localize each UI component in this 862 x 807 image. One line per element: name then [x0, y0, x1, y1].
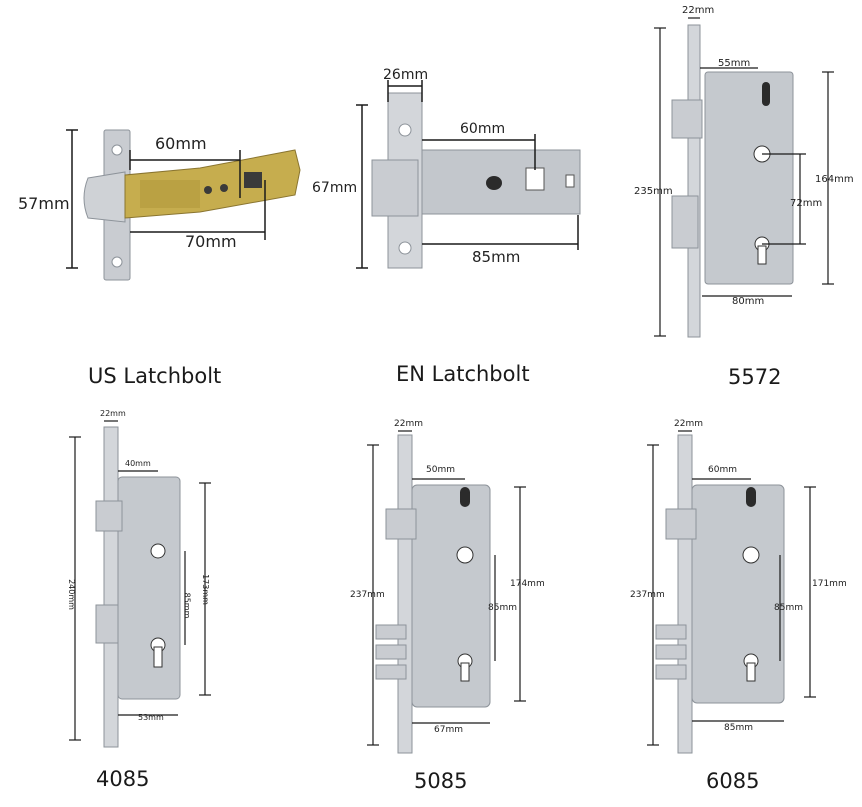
product-title: 6085 [706, 769, 760, 793]
dim-faceplate: 22mm [100, 409, 126, 418]
dim-height: 235mm [634, 186, 673, 197]
mortise-4085-illustration [69, 420, 211, 748]
dim-backset: 60mm [708, 465, 737, 475]
dim-faceplate: 22mm [682, 5, 715, 16]
dim-length: 70mm [185, 232, 237, 251]
product-title: EN Latchbolt [396, 362, 530, 386]
product-title: 4085 [96, 767, 150, 791]
dim-case-height: 173mm [200, 574, 210, 605]
product-title: 5572 [728, 365, 782, 389]
dim-case-width: 85mm [724, 723, 753, 733]
dim-spacing: 85mm [774, 603, 803, 613]
dim-backset: 60mm [460, 121, 506, 137]
dim-backset: 60mm [155, 134, 207, 153]
dim-faceplate: 22mm [674, 419, 703, 429]
mortise-5572-illustration [654, 17, 834, 338]
dim-length: 85mm [472, 248, 521, 266]
dim-height: 240mm [66, 579, 76, 610]
product-us-latchbolt: 57mm 60mm 70mm US Latchbolt [0, 0, 301, 400]
en-latchbolt-illustration [356, 80, 581, 269]
product-5572: 22mm 55mm 235mm 164mm 72mm 80mm 5572 [620, 0, 862, 400]
product-6085: 22mm 60mm 237mm 171mm 85mm 85mm 6085 [610, 405, 862, 805]
dim-spacing: 85mm [488, 603, 517, 613]
dim-faceplate: 26mm [383, 67, 429, 83]
dim-case-height: 164mm [815, 174, 854, 185]
dim-spacing: 72mm [790, 198, 823, 209]
dim-case-height: 171mm [812, 579, 847, 589]
product-5085: 22mm 50mm 237mm 174mm 85mm 67mm 5085 [330, 405, 590, 805]
dim-case-width: 67mm [434, 725, 463, 735]
dim-case-width: 80mm [732, 296, 765, 307]
product-title: US Latchbolt [88, 364, 222, 388]
product-4085: 22mm 40mm 240mm 173mm 85mm 53mm 4085 [0, 405, 260, 805]
mortise-5085-illustration [367, 430, 526, 754]
dim-height: 67mm [312, 180, 358, 196]
mortise-6085-illustration [647, 430, 816, 754]
us-latchbolt-illustration [66, 129, 301, 281]
dim-backset: 50mm [426, 465, 455, 475]
dim-height: 237mm [630, 590, 665, 600]
dim-case-height: 174mm [510, 579, 545, 589]
dim-spacing: 85mm [182, 592, 192, 619]
dim-faceplate: 22mm [394, 419, 423, 429]
product-en-latchbolt: 26mm 67mm 60mm 85mm EN Latchbolt [290, 0, 610, 400]
dim-height: 57mm [18, 194, 70, 213]
dim-case-width: 53mm [138, 713, 164, 722]
dim-backset: 40mm [125, 459, 151, 468]
dim-height: 237mm [350, 590, 385, 600]
dim-backset: 55mm [718, 58, 751, 69]
product-title: 5085 [414, 769, 468, 793]
